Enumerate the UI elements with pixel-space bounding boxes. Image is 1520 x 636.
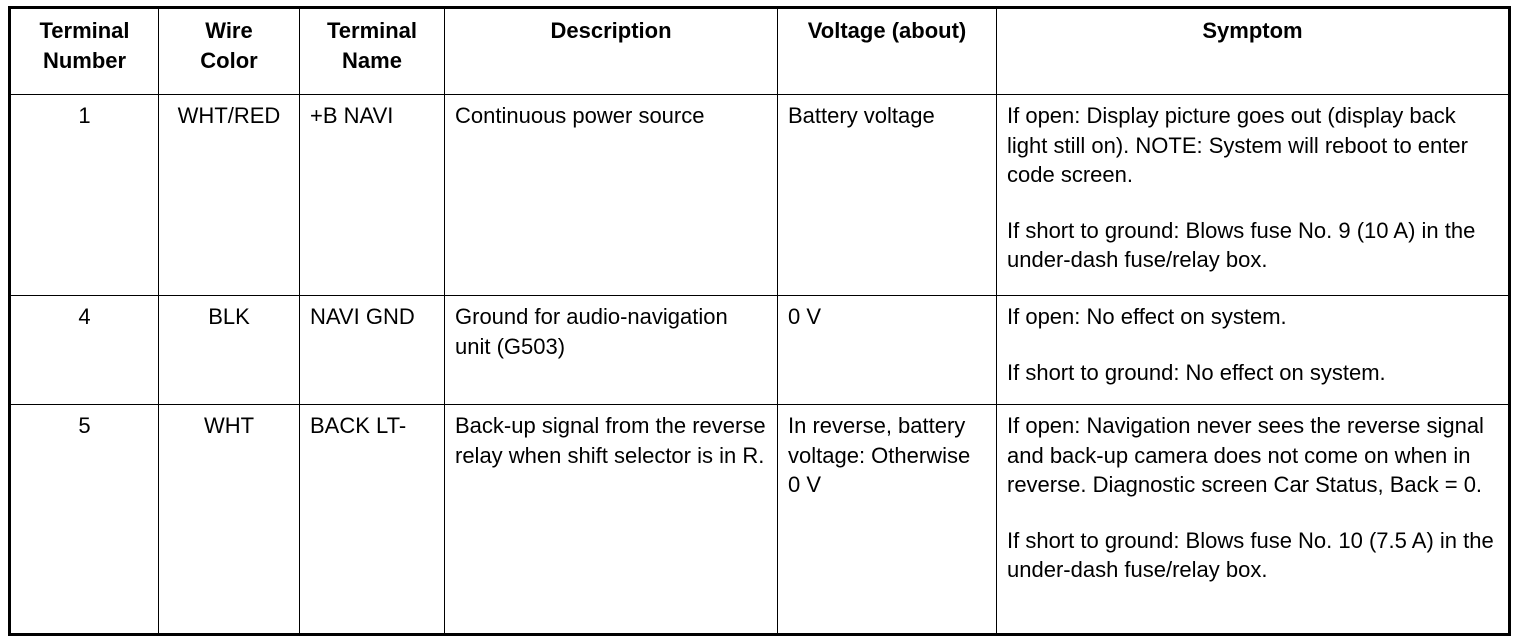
cell-terminal-number: 4 — [9, 295, 159, 405]
symptom-if-short: If short to ground: Blows fuse No. 10 (7… — [1007, 527, 1494, 583]
header-row: Terminal Number Wire Color Terminal Name… — [9, 7, 1510, 95]
header-terminal-number: Terminal Number — [9, 7, 159, 95]
header-voltage: Voltage (about) — [777, 7, 997, 95]
table-body: 1 WHT/RED +B NAVI Continuous power sourc… — [9, 94, 1510, 635]
symptom-if-open: If open: No effect on system. — [1007, 304, 1287, 329]
header-wire-color: Wire Color — [158, 7, 300, 95]
cell-voltage: In reverse, battery voltage: Otherwise 0… — [777, 404, 997, 635]
cell-symptom: If open: Display picture goes out (displ… — [996, 94, 1510, 296]
header-description: Description — [444, 7, 778, 95]
cell-terminal-name: BACK LT- — [299, 404, 445, 635]
cell-terminal-number: 5 — [9, 404, 159, 635]
header-terminal-name: Terminal Name — [299, 7, 445, 95]
cell-terminal-name: NAVI GND — [299, 295, 445, 405]
cell-wire-color: BLK — [158, 295, 300, 405]
cell-wire-color: WHT/RED — [158, 94, 300, 296]
cell-symptom: If open: No effect on system. If short t… — [996, 295, 1510, 405]
terminal-spec-table: Terminal Number Wire Color Terminal Name… — [8, 6, 1511, 636]
cell-wire-color: WHT — [158, 404, 300, 635]
table-row: 4 BLK NAVI GND Ground for audio-navigati… — [9, 295, 1510, 405]
symptom-if-open: If open: Display picture goes out (displ… — [1007, 103, 1468, 187]
table-row: 1 WHT/RED +B NAVI Continuous power sourc… — [9, 94, 1510, 296]
cell-terminal-number: 1 — [9, 94, 159, 296]
symptom-if-short: If short to ground: No effect on system. — [1007, 359, 1386, 385]
cell-voltage: Battery voltage — [777, 94, 997, 296]
cell-voltage: 0 V — [777, 295, 997, 405]
cell-description: Ground for audio-navigation unit (G503) — [444, 295, 778, 405]
table-header: Terminal Number Wire Color Terminal Name… — [9, 7, 1510, 95]
terminal-table-container: Terminal Number Wire Color Terminal Name… — [8, 6, 1511, 636]
symptom-if-open: If open: Navigation never sees the rever… — [1007, 413, 1484, 497]
cell-symptom: If open: Navigation never sees the rever… — [996, 404, 1510, 635]
header-symptom: Symptom — [996, 7, 1510, 95]
symptom-if-short: If short to ground: Blows fuse No. 9 (10… — [1007, 217, 1476, 273]
cell-description: Back-up signal from the reverse relay wh… — [444, 404, 778, 635]
cell-description: Continuous power source — [444, 94, 778, 296]
cell-terminal-name: +B NAVI — [299, 94, 445, 296]
table-row: 5 WHT BACK LT- Back-up signal from the r… — [9, 404, 1510, 635]
